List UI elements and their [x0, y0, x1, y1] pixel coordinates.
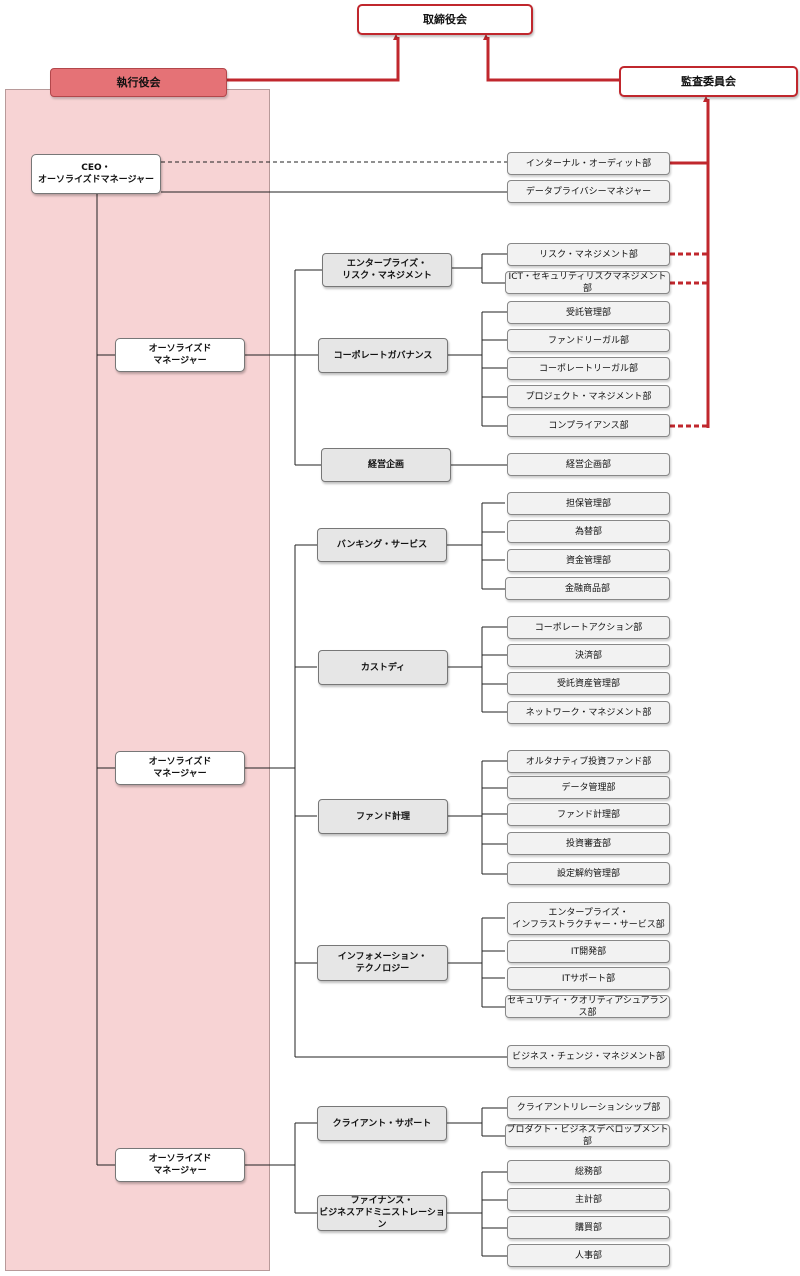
board-of-directors: 取締役会	[357, 4, 533, 35]
division-finance-admin: ファイナンス・ ビジネスアドミニストレーション	[317, 1195, 447, 1231]
dept-product-development: プロダクト・ビジネスデベロップメント部	[505, 1124, 670, 1147]
division-planning: 経営企画	[321, 448, 451, 482]
division-client-support: クライアント・サポート	[317, 1106, 447, 1141]
dept-data-privacy: データプライバシーマネジャー	[507, 180, 670, 203]
dept-business-change: ビジネス・チェンジ・マネジメント部	[507, 1045, 670, 1068]
dept-fund-accounting: ファンド計理部	[507, 803, 670, 826]
dept-risk-management: リスク・マネジメント部	[507, 243, 670, 266]
dept-fund-legal: ファンドリーガル部	[507, 329, 670, 352]
dept-internal-audit: インターナル・オーディット部	[507, 152, 670, 175]
dept-planning: 経営企画部	[507, 453, 670, 476]
dept-enterprise-infrastructure: エンタープライズ・ インフラストラクチャー・サービス部	[507, 902, 670, 935]
executive-committee: 執行役会	[50, 68, 227, 97]
division-fund-accounting: ファンド計理	[318, 799, 448, 834]
dept-trust-asset: 受託資産管理部	[507, 672, 670, 695]
division-it: インフォメーション・ テクノロジー	[317, 945, 448, 981]
division-custody: カストディ	[318, 650, 448, 685]
audit-committee: 監査委員会	[619, 66, 798, 97]
authorized-manager-3: オーソライズド マネージャー	[115, 1148, 245, 1182]
dept-project-management: プロジェクト・マネジメント部	[507, 385, 670, 408]
dept-purchasing: 購買部	[507, 1216, 670, 1239]
dept-setup-cancellation: 設定解約管理部	[507, 862, 670, 885]
dept-settlement: 決済部	[507, 644, 670, 667]
dept-human-resources: 人事部	[507, 1244, 670, 1267]
division-erm: エンタープライズ・ リスク・マネジメント	[322, 253, 452, 287]
dept-accounting: 主計部	[507, 1188, 670, 1211]
authorized-manager-2: オーソライズド マネージャー	[115, 751, 245, 785]
dept-client-relationship: クライアントリレーションシップ部	[507, 1096, 670, 1119]
dept-investment-review: 投資審査部	[507, 832, 670, 855]
audit-to-board-line	[483, 34, 619, 82]
dept-network-management: ネットワーク・マネジメント部	[507, 701, 670, 724]
division-corporate-governance: コーポレートガバナンス	[318, 338, 448, 373]
ceo-box: CEO・ オーソライズドマネージャー	[31, 154, 161, 194]
dept-financial-products: 金融商品部	[505, 577, 670, 600]
dept-cash-management: 資金管理部	[507, 549, 670, 572]
dept-trust-admin: 受託管理部	[507, 301, 670, 324]
dept-collateral: 担保管理部	[507, 492, 670, 515]
dept-alternative-fund: オルタナティブ投資ファンド部	[507, 750, 670, 773]
exec-to-board-line	[227, 34, 400, 82]
dept-it-support: ITサポート部	[507, 967, 670, 990]
dept-corporate-action: コーポレートアクション部	[507, 616, 670, 639]
dept-general-affairs: 総務部	[507, 1160, 670, 1183]
dept-ict-risk: ICT・セキュリティリスクマネジメント部	[505, 271, 670, 294]
dept-fx: 為替部	[507, 520, 670, 543]
division-banking: バンキング・サービス	[317, 528, 447, 562]
dept-data-management: データ管理部	[507, 776, 670, 799]
dept-corporate-legal: コーポレートリーガル部	[507, 357, 670, 380]
dept-it-development: IT開発部	[507, 940, 670, 963]
authorized-manager-1: オーソライズド マネージャー	[115, 338, 245, 372]
dept-compliance: コンプライアンス部	[507, 414, 670, 437]
executive-committee-panel	[5, 89, 270, 1271]
dept-security-quality: セキュリティ・クオリティアシュアランス部	[505, 995, 670, 1018]
